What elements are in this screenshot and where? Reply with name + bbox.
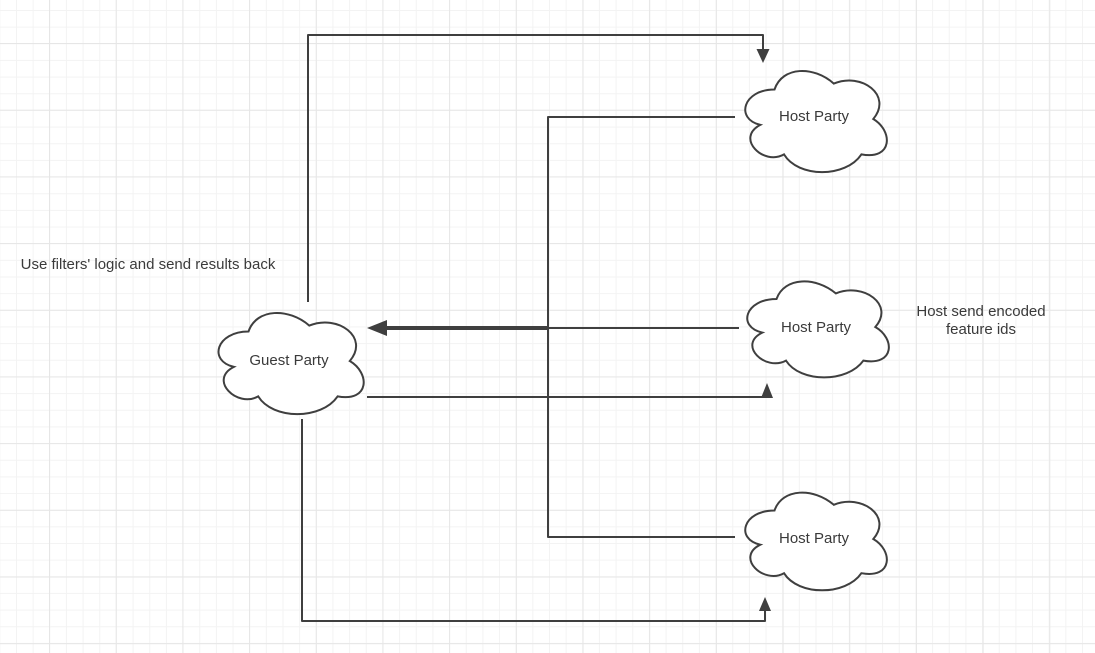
annotation-host-send-encoded-feature-ids[interactable]: Host send encoded feature ids (916, 303, 1046, 338)
guest-label: Guest Party (249, 352, 329, 369)
edge-host-bottom-to-guest[interactable] (372, 328, 735, 538)
edge-hosts-to-guest-arrowhead (367, 320, 387, 336)
cloud-shape-host-bottom[interactable] (744, 491, 888, 592)
host-top-label: Host Party (778, 108, 850, 125)
cloud-shape-guest[interactable] (217, 312, 365, 415)
edge-guest-to-host-top-arrowhead (756, 49, 770, 63)
cloud-shape-host-middle[interactable] (746, 280, 890, 379)
edge-guest-to-host-bottom-arrowhead (759, 597, 771, 611)
host-bottom-label: Host Party (778, 530, 850, 547)
edge-guest-to-host-bottom[interactable] (301, 419, 766, 622)
cloud-shape-host-top[interactable] (744, 70, 888, 173)
edge-host-top-to-guest[interactable] (372, 116, 735, 328)
edge-guest-to-host-top[interactable] (307, 34, 764, 302)
annotation-use-filters-logic[interactable]: Use filters' logic and send results back (20, 256, 276, 273)
edge-guest-to-host-middle-arrowhead (761, 383, 773, 398)
host-middle-label: Host Party (780, 319, 852, 336)
